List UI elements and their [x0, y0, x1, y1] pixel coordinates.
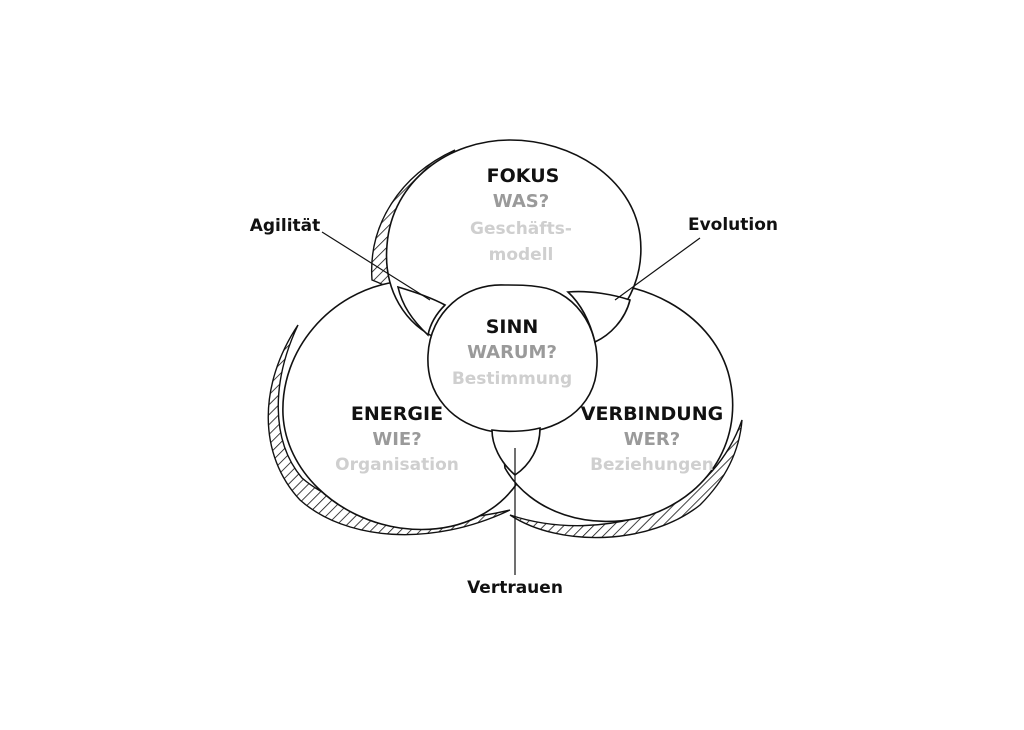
evolution-label: Evolution	[688, 215, 778, 235]
connection-desc: Beziehungen	[590, 455, 714, 475]
energy-question: WIE?	[372, 429, 421, 450]
agility-leader	[321, 231, 431, 301]
agility-label: Agilität	[250, 216, 321, 236]
left-circle-shadow	[267, 324, 511, 536]
evolution-lobe	[566, 290, 631, 344]
trust-label: Vertrauen	[467, 578, 563, 598]
focus-question: WAS?	[493, 191, 549, 212]
meaning-desc: Bestimmung	[452, 369, 572, 389]
connection-title: VERBINDUNG	[581, 403, 723, 425]
focus-desc-line2: modell	[489, 245, 554, 265]
meaning-title: SINN	[486, 316, 539, 338]
trust-lobe	[491, 426, 541, 477]
focus-desc-line1: Geschäfts-	[470, 219, 572, 239]
right-circle-shadow	[509, 419, 743, 539]
connection-question: WER?	[624, 429, 680, 450]
meaning-question: WARUM?	[467, 342, 557, 363]
evolution-leader	[614, 237, 701, 301]
energy-title: ENERGIE	[351, 403, 443, 425]
energy-desc: Organisation	[335, 455, 459, 475]
focus-title: FOKUS	[487, 165, 560, 187]
